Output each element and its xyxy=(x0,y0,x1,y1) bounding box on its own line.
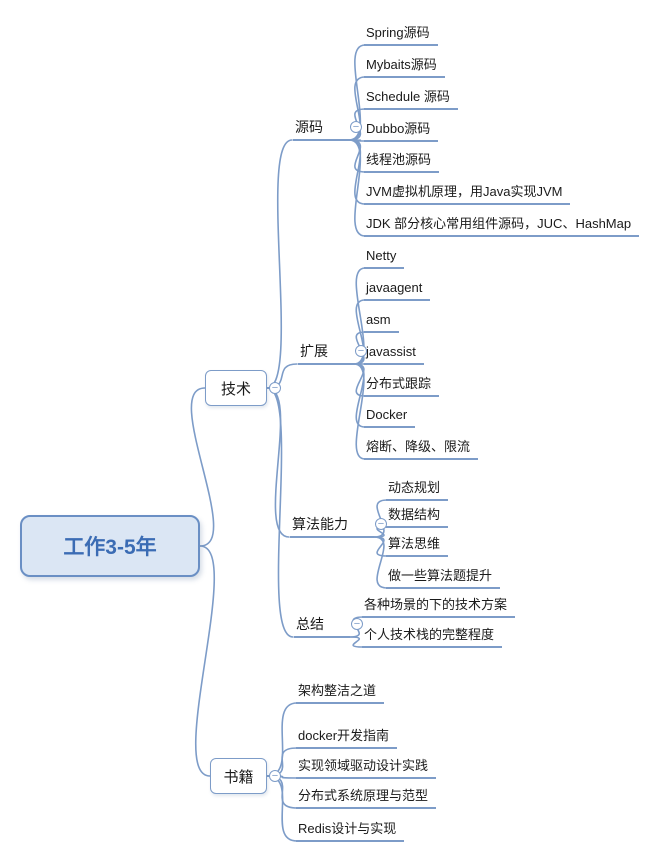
mindmap-topic[interactable]: JVM虚拟机原理，用Java实现JVM xyxy=(364,184,571,205)
mindmap-topic[interactable]: docker开发指南 xyxy=(296,728,398,749)
connector xyxy=(266,387,290,538)
collapse-icon[interactable]: − xyxy=(375,518,387,530)
mindmap-topic[interactable]: javassist xyxy=(364,344,424,365)
root-topic[interactable]: 工作3-5年 xyxy=(20,515,200,577)
connector xyxy=(195,545,215,777)
mindmap-topic[interactable]: 实现领域驱动设计实践 xyxy=(296,758,437,779)
topic-summary[interactable]: 总结 xyxy=(294,616,350,638)
connector xyxy=(348,76,366,141)
connector xyxy=(190,387,215,547)
mindmap-topic[interactable]: Mybaits源码 xyxy=(364,57,445,78)
topic-extend[interactable]: 扩展 xyxy=(298,343,354,365)
connector xyxy=(348,139,366,237)
connector xyxy=(266,387,294,638)
mindmap-topic[interactable]: Docker xyxy=(364,407,416,428)
mindmap-topic[interactable]: javaagent xyxy=(364,280,431,301)
mindmap-topic[interactable]: Redis设计与实现 xyxy=(296,821,405,842)
mindmap-topic[interactable]: Spring源码 xyxy=(364,25,438,46)
collapse-icon[interactable]: − xyxy=(355,345,367,357)
mindmap-topic[interactable]: Schedule 源码 xyxy=(364,89,458,110)
mindmap-topic[interactable]: 各种场景的下的技术方案 xyxy=(362,597,516,618)
topic-books[interactable]: 书籍 xyxy=(210,758,267,794)
collapse-icon[interactable]: − xyxy=(350,121,362,133)
mindmap-topic[interactable]: Netty xyxy=(364,248,405,269)
connector xyxy=(353,267,366,365)
mindmap-topic[interactable]: 做一些算法题提升 xyxy=(386,568,501,589)
mindmap-topic[interactable]: 架构整洁之道 xyxy=(296,683,385,704)
mindmap-topic[interactable]: asm xyxy=(364,312,399,333)
topic-algorithm[interactable]: 算法能力 xyxy=(290,516,374,538)
mindmap-topic[interactable]: 分布式系统原理与范型 xyxy=(296,788,437,809)
mindmap-topic[interactable]: 数据结构 xyxy=(386,507,449,528)
mindmap-topic[interactable]: 个人技术栈的完整程度 xyxy=(362,627,503,648)
collapse-icon[interactable]: − xyxy=(269,770,281,782)
connector xyxy=(349,636,364,648)
connector xyxy=(373,536,388,589)
connector xyxy=(348,139,366,142)
mindmap-topic[interactable]: 熔断、降级、限流 xyxy=(364,439,479,460)
mindmap-topic[interactable]: 线程池源码 xyxy=(364,152,440,173)
mindmap-topic[interactable]: Dubbo源码 xyxy=(364,121,439,142)
connector xyxy=(266,139,293,389)
mindmap-topic[interactable]: 分布式跟踪 xyxy=(364,376,440,397)
collapse-icon[interactable]: − xyxy=(269,382,281,394)
connector xyxy=(353,363,366,460)
connector xyxy=(348,44,366,141)
collapse-icon[interactable]: − xyxy=(351,618,363,630)
topic-tech[interactable]: 技术 xyxy=(205,370,267,406)
mindmap-topic[interactable]: 算法思维 xyxy=(386,536,449,557)
mindmap-topic[interactable]: JDK 部分核心常用组件源码，JUC、HashMap xyxy=(364,216,640,237)
mindmap-topic[interactable]: 动态规划 xyxy=(386,480,449,501)
topic-source-code[interactable]: 源码 xyxy=(293,119,349,141)
